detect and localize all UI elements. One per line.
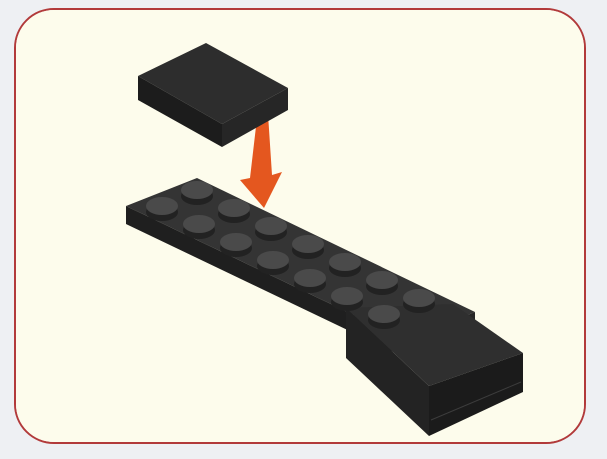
stud [257, 251, 289, 269]
stud [183, 215, 215, 233]
stud [331, 287, 363, 305]
stud [220, 233, 252, 251]
stud [292, 235, 324, 253]
stud [181, 181, 213, 199]
stud [366, 271, 398, 289]
stud [146, 197, 178, 215]
stud [294, 269, 326, 287]
stud [218, 199, 250, 217]
stud [329, 253, 361, 271]
instruction-illustration [16, 10, 584, 442]
black-2x2-tile-icon [138, 43, 288, 147]
instruction-step-frame [14, 8, 586, 444]
stud [255, 217, 287, 235]
plate-studs [146, 181, 435, 329]
black-2x8-plate-icon [126, 178, 523, 436]
stud [403, 289, 435, 307]
stud [368, 305, 400, 323]
orange-down-arrow-icon [240, 114, 282, 208]
